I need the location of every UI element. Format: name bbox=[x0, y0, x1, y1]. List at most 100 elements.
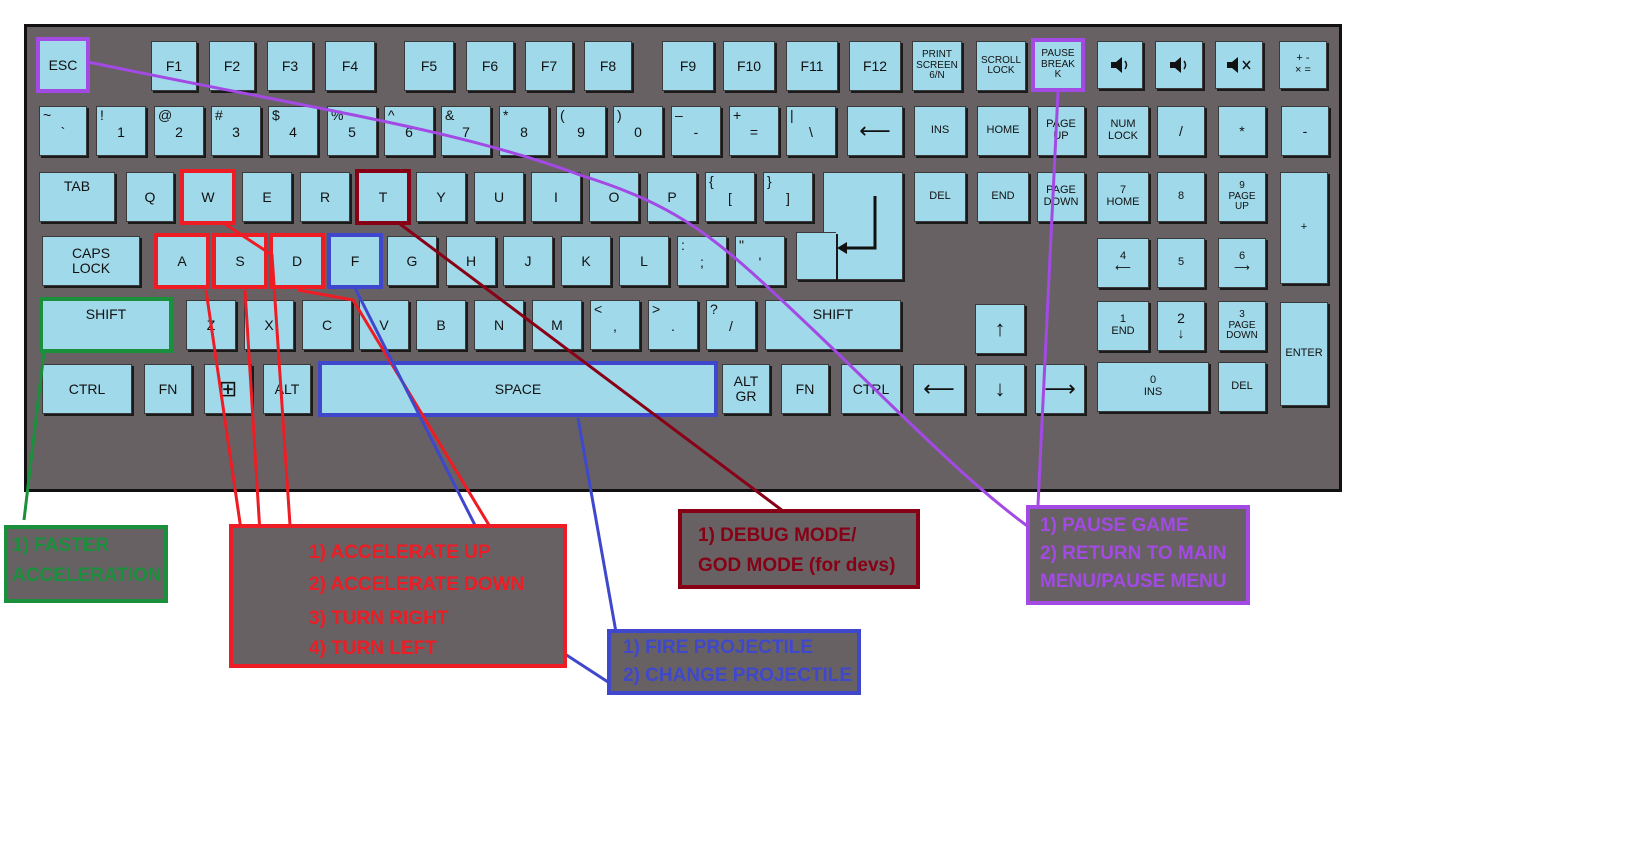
key-num-lock: NUM LOCK bbox=[1097, 106, 1149, 156]
key-scroll-lock: SCROLL LOCK bbox=[976, 41, 1026, 91]
key-page-down: PAGE DOWN bbox=[1037, 172, 1085, 222]
box-line: 1) DEBUG MODE/ bbox=[698, 525, 857, 546]
key-8: *8 bbox=[499, 106, 549, 156]
key-f6: F6 bbox=[466, 41, 514, 91]
key-home: HOME bbox=[977, 106, 1029, 156]
key-s: S bbox=[215, 236, 265, 286]
speaker-high-icon bbox=[1170, 57, 1187, 73]
box-line: 2) CHANGE PROJECTILE bbox=[623, 665, 853, 686]
box-line: MENU/PAUSE MENU bbox=[1040, 571, 1227, 592]
box-line: ACCELERATION bbox=[12, 565, 162, 586]
key-f5: F5 bbox=[404, 41, 454, 91]
key-v: V bbox=[359, 300, 409, 350]
key-comma: <, bbox=[590, 300, 640, 350]
box-line: 1) ACCELERATE UP bbox=[309, 542, 491, 563]
key-numpad-3: 3 PAGE DOWN bbox=[1218, 301, 1266, 351]
key-f1: F1 bbox=[151, 41, 197, 91]
key-numpad-8: 8 bbox=[1157, 172, 1205, 222]
key-f10: F10 bbox=[723, 41, 775, 91]
key-numpad-multiply: * bbox=[1218, 106, 1266, 156]
key-numpad-ops: + - × = bbox=[1279, 41, 1327, 89]
key-k: K bbox=[561, 236, 611, 286]
key-esc: ESC bbox=[39, 40, 87, 90]
key-9: (9 bbox=[556, 106, 606, 156]
key-7: &7 bbox=[441, 106, 491, 156]
box-line: 3) TURN RIGHT bbox=[309, 608, 449, 629]
key-c: C bbox=[302, 300, 352, 350]
key-slash: ?/ bbox=[706, 300, 756, 350]
key-enter-lower bbox=[796, 232, 836, 280]
key-b: B bbox=[416, 300, 466, 350]
key-numpad-5: 5 bbox=[1157, 238, 1205, 288]
key-print-screen: PRINT SCREEN 6/N bbox=[912, 41, 962, 91]
key-left-alt: ALT bbox=[263, 364, 311, 414]
key-left-ctrl: CTRL bbox=[42, 364, 132, 414]
key-f8: F8 bbox=[584, 41, 632, 91]
key-f: F bbox=[330, 236, 380, 286]
key-3: #3 bbox=[211, 106, 261, 156]
key-period: >. bbox=[648, 300, 698, 350]
key-quote: "' bbox=[735, 236, 785, 286]
key-alt-gr: ALT GR bbox=[722, 364, 770, 414]
key-arrow-left: ⟵ bbox=[913, 364, 965, 414]
key-numpad-2: 2 ↓ bbox=[1157, 301, 1205, 351]
key-backslash: |\ bbox=[786, 106, 836, 156]
key-pause-break: PAUSE BREAK K bbox=[1034, 41, 1082, 89]
key-o: O bbox=[589, 172, 639, 222]
key-backspace: ⟵ bbox=[847, 106, 903, 156]
key-left-bracket: {[ bbox=[705, 172, 755, 222]
movement-box: 1) ACCELERATE UP 2) ACCELERATE DOWN 3) T… bbox=[229, 524, 567, 668]
key-w: W bbox=[183, 172, 233, 222]
speaker-low-icon bbox=[1111, 57, 1128, 73]
key-equals: += bbox=[729, 106, 779, 156]
key-volume-down bbox=[1097, 41, 1143, 89]
key-tab: TAB bbox=[39, 172, 115, 222]
key-numpad-7: 7 HOME bbox=[1097, 172, 1149, 222]
key-f12: F12 bbox=[849, 41, 901, 91]
key-0: )0 bbox=[613, 106, 663, 156]
key-u: U bbox=[474, 172, 524, 222]
key-delete: DEL bbox=[914, 172, 966, 222]
key-numpad-4: 4 ⟵ bbox=[1097, 238, 1149, 288]
key-e: E bbox=[242, 172, 292, 222]
key-d: D bbox=[272, 236, 322, 286]
projectile-box: 1) FIRE PROJECTILE 2) CHANGE PROJECTILE bbox=[607, 629, 861, 695]
key-f9: F9 bbox=[662, 41, 714, 91]
key-insert: INS bbox=[914, 106, 966, 156]
key-arrow-up: ↑ bbox=[975, 304, 1025, 354]
key-windows: ⊞ bbox=[204, 364, 252, 414]
key-fn-left: FN bbox=[144, 364, 192, 414]
key-m: M bbox=[532, 300, 582, 350]
speaker-mute-icon bbox=[1227, 57, 1251, 73]
windows-icon: ⊞ bbox=[218, 376, 238, 402]
pause-menu-box: 1) PAUSE GAME 2) RETURN TO MAIN MENU/PAU… bbox=[1026, 505, 1250, 605]
key-f4: F4 bbox=[325, 41, 375, 91]
key-mute bbox=[1215, 41, 1263, 89]
key-numpad-delete: DEL bbox=[1218, 362, 1266, 412]
key-a: A bbox=[157, 236, 207, 286]
key-4: $4 bbox=[268, 106, 318, 156]
key-fn-right: FN bbox=[781, 364, 829, 414]
box-line: 4) TURN LEFT bbox=[309, 638, 437, 659]
key-numpad-divide: / bbox=[1157, 106, 1205, 156]
key-numpad-minus: - bbox=[1281, 106, 1329, 156]
key-l: L bbox=[619, 236, 669, 286]
key-numpad-6: 6 ⟶ bbox=[1218, 238, 1266, 288]
key-end: END bbox=[977, 172, 1029, 222]
box-line: 2) RETURN TO MAIN bbox=[1040, 543, 1227, 564]
key-page-up: PAGE UP bbox=[1037, 106, 1085, 156]
key-caps-lock: CAPS LOCK bbox=[42, 236, 140, 286]
key-numpad-9: 9 PAGE UP bbox=[1218, 172, 1266, 222]
key-numpad-plus: + bbox=[1280, 172, 1328, 284]
key-j: J bbox=[503, 236, 553, 286]
key-tilde: ~` bbox=[39, 106, 87, 156]
key-t: T bbox=[358, 172, 408, 222]
key-numpad-0: 0 INS bbox=[1097, 362, 1209, 412]
box-line: 1) PAUSE GAME bbox=[1040, 515, 1189, 536]
key-f7: F7 bbox=[525, 41, 573, 91]
enter-arrow-icon bbox=[837, 196, 877, 254]
key-f2: F2 bbox=[209, 41, 255, 91]
key-space: SPACE bbox=[321, 364, 715, 414]
box-line: 1) FIRE PROJECTILE bbox=[623, 637, 814, 658]
box-line: GOD MODE (for devs) bbox=[698, 555, 896, 576]
